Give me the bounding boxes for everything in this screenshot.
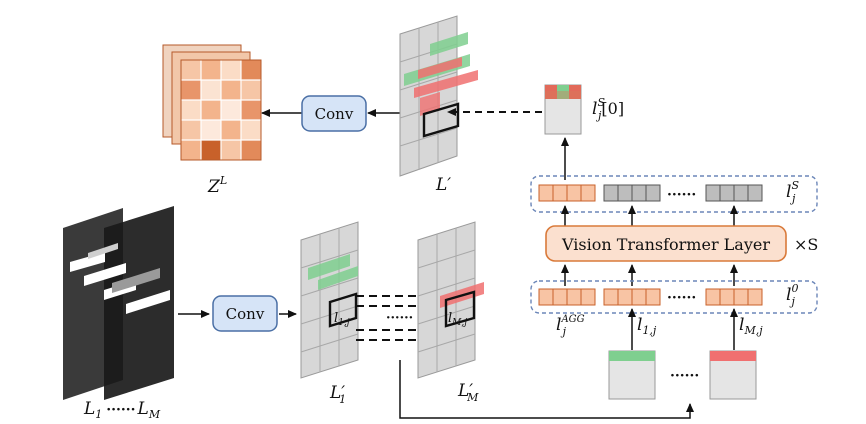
conv-bottom-box: Conv (212, 295, 278, 332)
l-prime-grid (399, 15, 478, 177)
lm-prime-label: L′M (457, 381, 479, 404)
cls-output-token (544, 84, 582, 135)
conv-bottom-label: Conv (226, 305, 265, 323)
l-j-s-group (530, 175, 818, 213)
input-stack (63, 206, 174, 400)
arrows-patches-to-lj0 (628, 308, 738, 350)
l-j-s-tokens (538, 184, 763, 202)
arrow-grids-to-patches (399, 360, 694, 419)
patch-image-1j (608, 350, 656, 400)
patch-dots: ······ (670, 368, 699, 384)
correspondence-lines (356, 295, 444, 341)
box-l1j-label: l1,j (334, 311, 350, 328)
l-j-0-dots: ······ (667, 290, 696, 306)
arrows-transformer-to-ljs (561, 205, 738, 226)
repeat-s-label: ×S (794, 235, 818, 254)
l1-lm-label: L1······LM (83, 399, 161, 421)
z-l-feature-stack (162, 44, 262, 161)
l-j-s-dots: ······ (667, 187, 696, 203)
l-j-0-tokens (538, 288, 763, 306)
z-l-front-grid (180, 59, 262, 161)
l-j-0-group (530, 280, 818, 314)
box-lmj-label: lM,j (448, 311, 467, 328)
arrows-lj0-to-transformer (561, 264, 738, 286)
vision-transformer-layer: Vision Transformer Layer (545, 225, 787, 262)
l-1j-label: l1,j (637, 315, 657, 337)
z-l-label: ZL (207, 174, 227, 197)
lm-prime-grid (417, 221, 484, 379)
conv-top-box: Conv (301, 95, 367, 132)
patch-image-mj (709, 350, 757, 400)
l-mj-label: lM,j (739, 315, 763, 337)
l-prime-label: L′ (435, 175, 451, 195)
transformer-label: Vision Transformer Layer (561, 235, 770, 254)
l1-prime-grid (300, 221, 359, 379)
l1-prime-label: L′1 (329, 383, 346, 406)
between-dots: ······ (386, 311, 413, 326)
conv-top-label: Conv (315, 105, 354, 123)
